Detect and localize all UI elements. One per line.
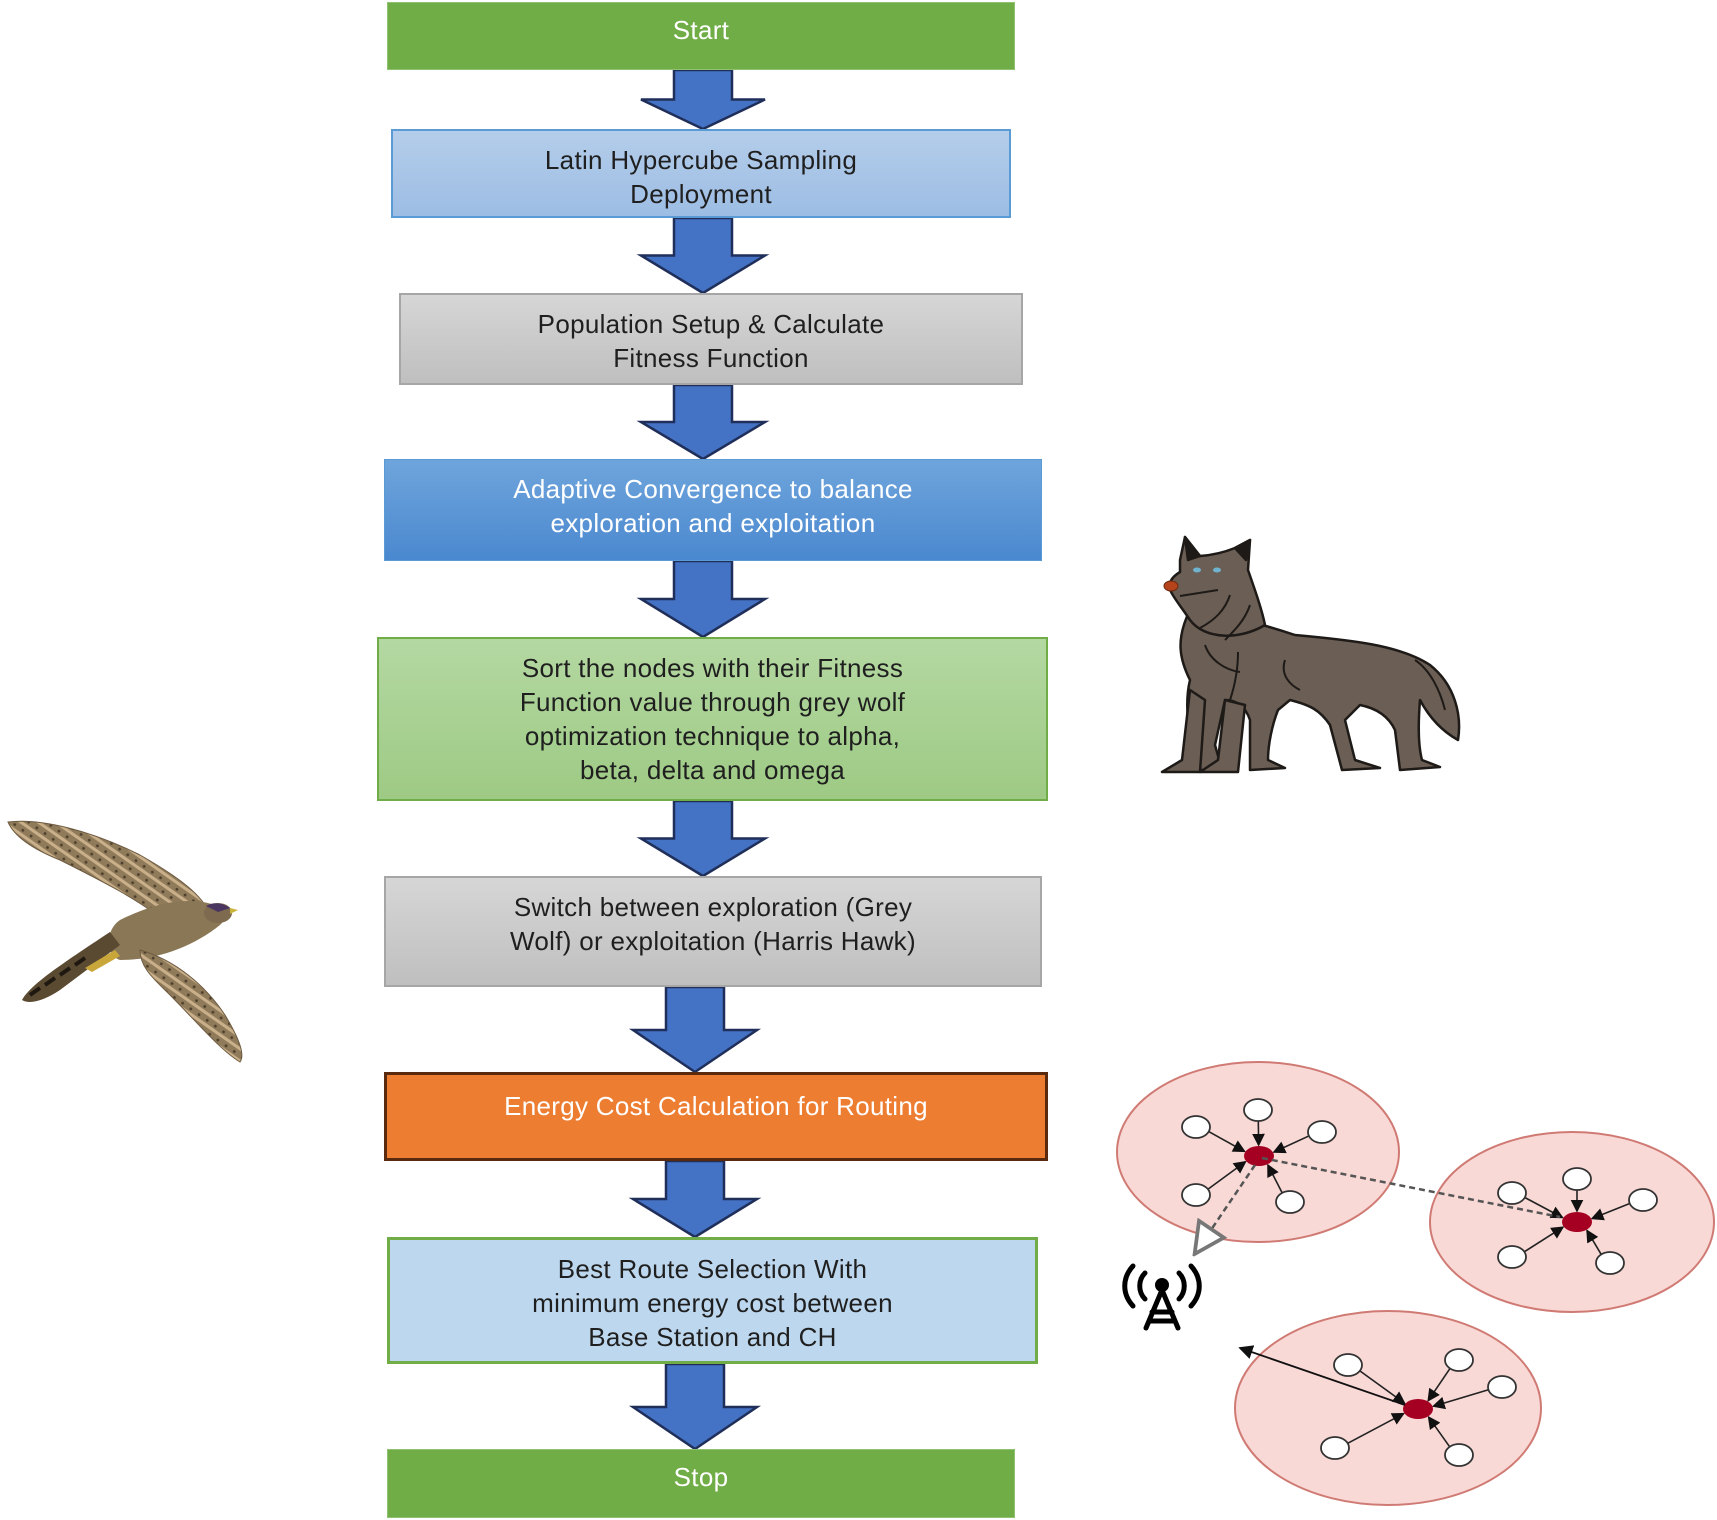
start-box: Start [387, 2, 1015, 70]
step-text-line: Function value through grey wolf [519, 687, 906, 717]
step-text-line: exploration and exploitation [550, 508, 876, 538]
node-to-ch-link [1272, 1135, 1310, 1154]
down-arrow-icon [628, 985, 762, 1074]
node-to-ch-link [1427, 1367, 1451, 1402]
step-text-line: Deployment [630, 179, 772, 209]
sensor-cluster [1234, 1310, 1542, 1506]
sensor-node [1497, 1245, 1527, 1269]
step-text-line: Sort the nodes with their Fitness [521, 653, 904, 683]
base-station-tower-icon [1122, 1263, 1202, 1331]
step-text-line: Best Route Selection With [557, 1254, 868, 1284]
sensor-node [1444, 1348, 1474, 1372]
sensor-node [1181, 1115, 1211, 1139]
down-arrow-icon [636, 799, 770, 878]
node-to-ch-link [1431, 1389, 1489, 1410]
sensor-node [1320, 1436, 1350, 1460]
step-text-line: beta, delta and omega [579, 755, 846, 785]
step-text-line: Adaptive Convergence to balance [513, 474, 913, 504]
node-to-ch-link [1590, 1202, 1631, 1221]
sensor-node [1275, 1190, 1305, 1214]
cluster-head-node [1403, 1399, 1433, 1419]
sensor-node [1181, 1183, 1211, 1207]
step-text-line: Start [672, 15, 730, 45]
ch1-to-base-station-dashed-link [1196, 1164, 1257, 1252]
best-route-selection-box: Best Route Selection With minimum energy … [387, 1237, 1038, 1364]
sensor-cluster [1429, 1131, 1715, 1313]
step-text-line: Wolf) or exploitation (Harris Hawk) [510, 926, 916, 956]
node-to-ch-link [1586, 1229, 1602, 1255]
node-to-ch-link [1267, 1163, 1283, 1194]
down-arrow-icon [628, 1362, 762, 1451]
cluster-head-node [1244, 1146, 1274, 1166]
sensor-node [1595, 1251, 1625, 1275]
node-to-ch-link [1208, 1130, 1246, 1153]
sensor-cluster [1116, 1061, 1400, 1243]
sensor-node [1243, 1098, 1273, 1122]
down-arrow-icon [636, 216, 770, 295]
node-to-ch-link [1524, 1196, 1564, 1219]
step-text-line: Latin Hypercube Sampling [544, 145, 858, 175]
sensor-node [1333, 1353, 1363, 1377]
sensor-node [1487, 1375, 1517, 1399]
ch3-to-base-station-link [1238, 1345, 1406, 1406]
step-text-line: Switch between exploration (Grey [513, 892, 913, 922]
step-text-line: Stop [673, 1462, 729, 1492]
sensor-node [1444, 1443, 1474, 1467]
node-to-ch-link [1207, 1160, 1247, 1190]
step-text-line: Base Station and CH [588, 1322, 837, 1352]
node-to-ch-link [1359, 1370, 1406, 1405]
stop-box: Stop [387, 1449, 1015, 1518]
step-text-line: Energy Cost Calculation for Routing [504, 1091, 928, 1121]
energy-cost-box: Energy Cost Calculation for Routing [384, 1072, 1048, 1161]
down-arrow-icon [636, 559, 770, 639]
cluster-boundary [1234, 1310, 1542, 1506]
sensor-node [1562, 1167, 1592, 1191]
sensor-node [1307, 1120, 1337, 1144]
cluster-head-node [1562, 1212, 1592, 1232]
step-text-line: Population Setup & Calculate [537, 309, 885, 339]
sensor-node [1628, 1188, 1658, 1212]
step-text-line: Fitness Function [613, 343, 809, 373]
node-to-ch-link [1427, 1415, 1451, 1448]
down-arrow-icon [640, 68, 766, 131]
hawk-icon [7, 820, 243, 1063]
node-to-ch-link [1523, 1226, 1565, 1253]
node-to-ch-link [1347, 1412, 1405, 1445]
sensor-node [1497, 1181, 1527, 1205]
wolf-icon [1160, 535, 1461, 774]
down-arrow-icon [628, 1159, 762, 1239]
step-text-line: minimum energy cost between [532, 1288, 893, 1318]
down-arrow-icon [636, 383, 770, 461]
ch1-to-ch2-dashed-link [1261, 1156, 1561, 1219]
step-text-line: optimization technique to alpha, [524, 721, 901, 751]
adaptive-convergence-box: Adaptive Convergence to balance explorati… [384, 459, 1042, 561]
